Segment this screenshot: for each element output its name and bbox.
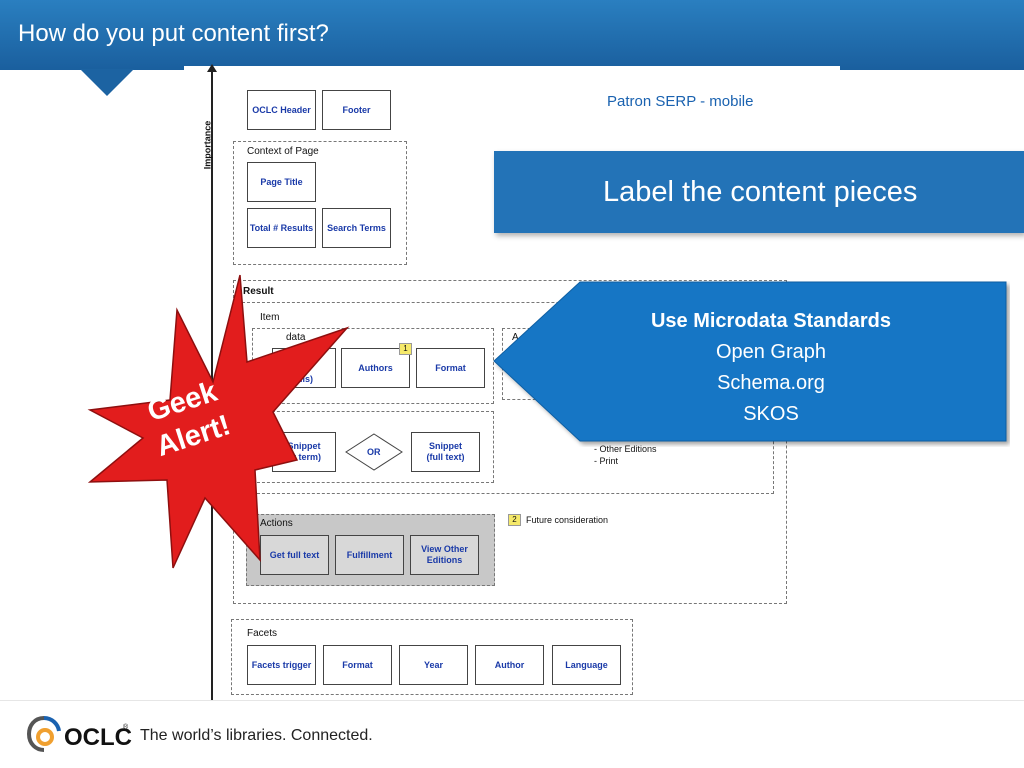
facets-trigger-box: Facets trigger [247,645,316,685]
facets-group [231,619,633,695]
context-of-page-group [233,141,407,265]
footer-tagline: The world’s libraries. Connected. [140,727,373,744]
other-editions-label: - Other Editions [594,444,657,454]
label-content-banner [494,151,1024,233]
print-label: - Print [594,456,619,466]
or-diamond-icon [345,433,403,471]
microdata-callout-shape [493,281,1007,442]
format-box: Format [416,348,485,388]
axis-label: Importance [202,120,213,170]
page-title-box: Page Title [247,162,316,202]
callout-item-open-graph: Open Graph [715,341,827,363]
badge-2-legend: 2 [508,514,521,526]
trademark-symbol: ® [123,724,129,731]
facet-year-box: Year [399,645,468,685]
footer-divider [0,700,1024,701]
view-other-editions-box: View Other Editions [410,535,479,575]
total-results-box: Total # Results [247,208,316,248]
oclc-logo-icon [26,716,61,752]
callout-item-skos: SKOS [743,403,799,425]
or-label: OR [367,447,381,457]
future-consideration-label: Future consideration [526,515,609,525]
microdata-callout: Use Microdata Standards Open Graph Schem… [570,306,972,430]
facets-label: Facets [247,628,278,639]
slide-header: How do you put content first? [0,0,1024,70]
callout-title: Use Microdata Standards [650,310,892,332]
actions-label: Actions [260,518,293,529]
facet-language-box: Language [552,645,621,685]
oclc-header-box: OCLC Header [247,90,316,130]
facet-format-box: Format [323,645,392,685]
fulfillment-box: Fulfillment [335,535,404,575]
header-notch [80,69,134,96]
search-terms-box: Search Terms [322,208,391,248]
label-content-text: Label the content pieces [603,176,918,208]
result-label: Result [243,286,274,297]
snippet-full-box: Snippet (full text) [411,432,480,472]
facet-author-box: Author [475,645,544,685]
availability-label: A [512,332,519,343]
authors-box: Authors [341,348,410,388]
footer-box: Footer [322,90,391,130]
wireframe-title: Patron SERP - mobile [607,93,754,110]
context-of-page-label: Context of Page [247,146,319,157]
badge-1: 1 [399,343,412,355]
get-full-text-box: Get full text [260,535,329,575]
callout-item-schema-org: Schema.org [717,372,825,394]
data-label: data [286,332,306,343]
axis-arrow-icon [207,64,217,72]
oclc-logo-text: OCLC [64,724,132,751]
starburst-icon [87,274,350,569]
item-label: Item [260,312,280,323]
slide-title: How do you put content first? [18,20,329,47]
